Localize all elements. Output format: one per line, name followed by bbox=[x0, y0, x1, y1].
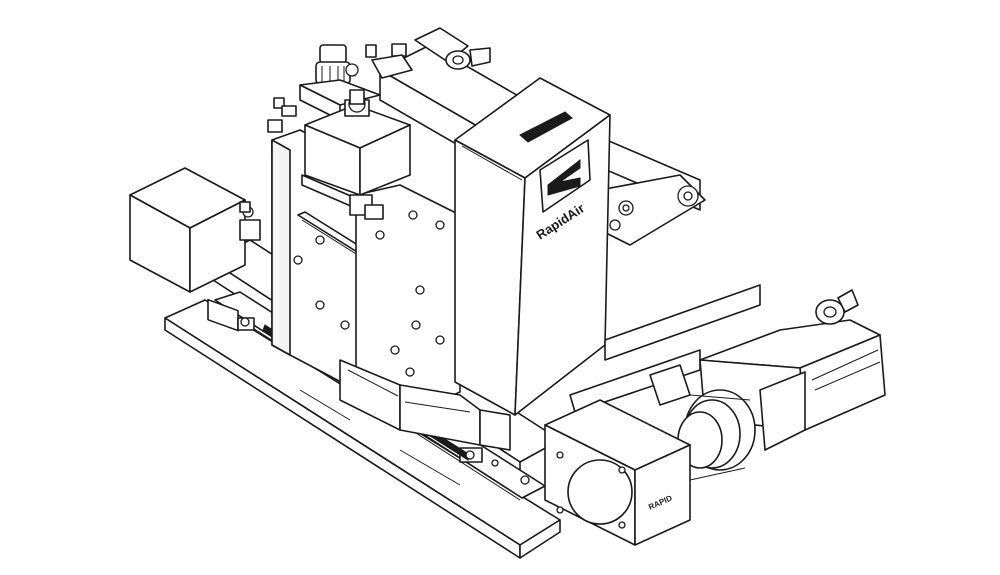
frame-bars bbox=[569, 284, 761, 413]
left-motor bbox=[129, 167, 261, 293]
actuator-block bbox=[301, 89, 411, 220]
base-plate bbox=[164, 299, 561, 559]
rapidair-logo bbox=[539, 139, 591, 213]
bolts bbox=[240, 317, 530, 485]
carriage-blocks bbox=[339, 359, 511, 451]
rapidair-cover: RapidAir bbox=[454, 77, 611, 416]
coupling bbox=[649, 364, 756, 481]
gearbox: RAPID bbox=[544, 399, 691, 546]
